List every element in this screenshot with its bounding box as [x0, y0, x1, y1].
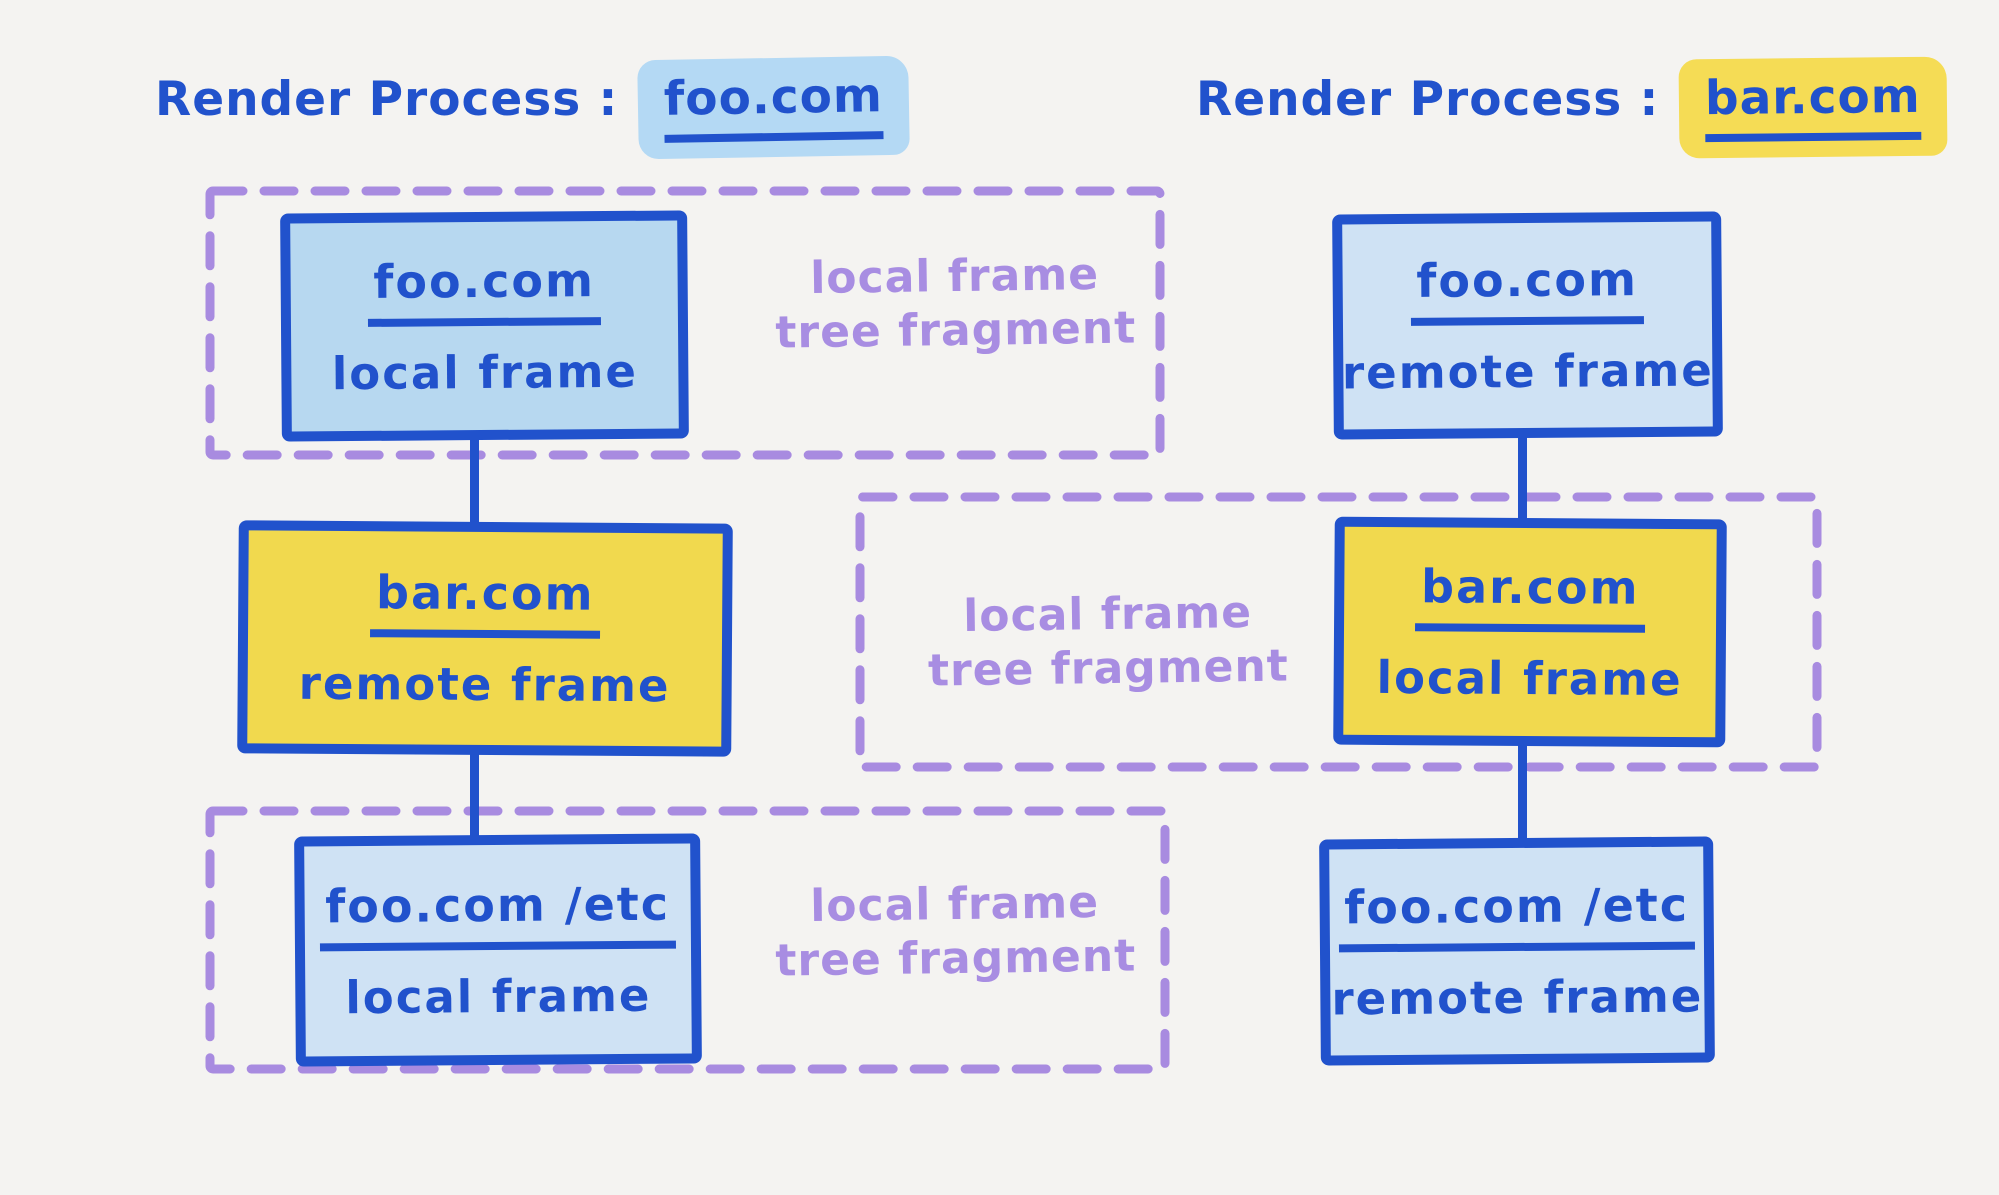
- title-domain-highlight-left: foo.com: [637, 55, 911, 160]
- box-foo-com-etc-local-frame: foo.com /etc local frame: [294, 833, 702, 1067]
- render-process-title-left: Render Process : foo.com: [155, 55, 911, 160]
- box-domain: foo.com /etc: [319, 876, 677, 951]
- box-bar-com-local-frame: bar.com local frame: [1333, 516, 1727, 748]
- fragment-label-left-top: local frame tree fragment: [774, 247, 1137, 359]
- title-domain-right: bar.com: [1704, 68, 1922, 143]
- fragment-label-line1: local frame: [809, 876, 1100, 933]
- box-bar-com-remote-frame: bar.com remote frame: [237, 520, 733, 757]
- box-domain: bar.com: [369, 565, 601, 639]
- fragment-label-line2: tree fragment: [927, 640, 1290, 697]
- box-domain: foo.com /etc: [1338, 877, 1696, 952]
- fragment-label-line1: local frame: [809, 248, 1100, 305]
- connector-right-bottom: [1518, 742, 1527, 842]
- fragment-label-left-bottom: local frame tree fragment: [774, 875, 1137, 987]
- render-process-title-right: Render Process : bar.com: [1196, 56, 1948, 159]
- box-frame-type: remote frame: [298, 656, 671, 713]
- connector-right-top: [1518, 434, 1527, 524]
- box-frame-type: local frame: [331, 344, 639, 400]
- box-frame-type: remote frame: [1341, 343, 1714, 400]
- box-foo-com-local-frame: foo.com local frame: [280, 210, 689, 442]
- box-foo-com-remote-frame: foo.com remote frame: [1332, 211, 1723, 440]
- title-domain-highlight-right: bar.com: [1678, 56, 1948, 159]
- fragment-outline-left-top: [205, 186, 1165, 460]
- title-prefix-right: Render Process :: [1196, 72, 1660, 127]
- box-frame-type: remote frame: [1331, 969, 1704, 1025]
- title-domain-left: foo.com: [663, 68, 884, 143]
- fragment-outline-right-middle: [855, 492, 1822, 772]
- box-domain: foo.com: [1410, 252, 1645, 326]
- fragment-label-right-middle: local frame tree fragment: [924, 585, 1291, 697]
- fragment-label-line2: tree fragment: [775, 302, 1137, 359]
- fragment-label-line1: local frame: [962, 586, 1253, 643]
- connector-left-bottom: [470, 750, 479, 840]
- connector-left-top: [470, 436, 479, 528]
- box-domain: bar.com: [1414, 558, 1646, 633]
- box-domain: foo.com: [367, 252, 602, 327]
- box-foo-com-etc-remote-frame: foo.com /etc remote frame: [1319, 836, 1715, 1066]
- fragment-outline-left-bottom: [205, 806, 1170, 1074]
- box-frame-type: local frame: [345, 968, 652, 1024]
- box-frame-type: local frame: [1376, 650, 1683, 706]
- fragment-label-line2: tree fragment: [775, 930, 1137, 987]
- title-prefix-left: Render Process :: [155, 72, 619, 127]
